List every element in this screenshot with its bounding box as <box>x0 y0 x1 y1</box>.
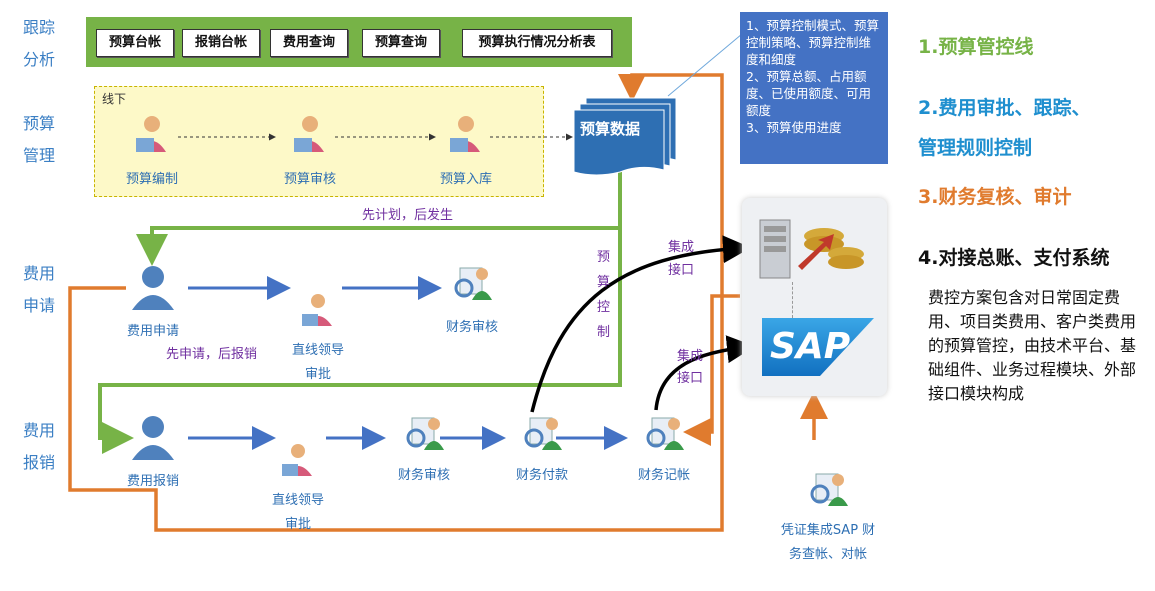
node-leader-approve-apply[interactable]: 直线领导 审批 <box>282 266 354 411</box>
magnifier-person-icon <box>524 417 562 450</box>
integration-curve-1 <box>530 235 751 413</box>
info-line-1: 1、预算控制模式、预算控制策略、预算控制维度和细度 <box>746 18 879 67</box>
node-budget-review[interactable]: 预算审核 <box>270 112 350 187</box>
node-finance-payment[interactable]: 财务付款 <box>504 412 580 483</box>
node-finance-review-apply[interactable]: 财务审核 <box>436 262 508 335</box>
row-label-apply: 费用 申请 <box>23 264 56 315</box>
node-leader-approve-reimburse[interactable]: 直线领导 审批 <box>262 416 334 561</box>
legend-3: 3.财务复核、审计 <box>918 186 1072 208</box>
leader-approve-reimburse-label: 直线领导 审批 <box>271 493 324 532</box>
green-plan-line <box>136 170 622 266</box>
magnifier-person-icon <box>810 473 848 506</box>
orange-audit-line <box>68 73 724 532</box>
budget-store-label: 预算入库 <box>439 172 492 187</box>
row-label-reimburse: 费用 报销 <box>23 421 56 472</box>
budget-compile-label: 预算编制 <box>125 172 178 187</box>
node-budget-store[interactable]: 预算入库 <box>426 112 506 187</box>
magnifier-person-icon <box>406 417 444 450</box>
magnifier-person-icon <box>646 417 684 450</box>
sap-logo <box>762 318 874 376</box>
finance-review-reimburse-label: 财务审核 <box>397 468 450 483</box>
leader-approve-apply-label: 直线领导 审批 <box>291 343 344 382</box>
user-icon <box>132 266 174 310</box>
node-expense-apply[interactable]: 费用申请 <box>110 264 196 339</box>
person-computer-icon <box>136 116 166 152</box>
description-text: 费控方案包含对日常固定费用、项目类费用、客户类费用的预算管控，由技术平台、基础组… <box>928 288 1137 403</box>
budget-query-button[interactable]: 预算查询 <box>362 29 440 57</box>
integration-curve-2 <box>654 335 755 411</box>
offline-area <box>94 86 544 197</box>
apply-first-label: 先申请，后报销 <box>166 347 258 362</box>
expense-reimburse-label: 费用报销 <box>126 474 179 489</box>
finance-payment-label: 财务付款 <box>515 468 568 483</box>
integration-label-1: 集成 接口 <box>668 240 695 278</box>
finance-record-label: 财务记帐 <box>637 468 690 483</box>
node-finance-record[interactable]: 财务记帐 <box>626 412 702 483</box>
green-control-line <box>98 228 622 454</box>
magnifier-person-icon <box>454 267 492 300</box>
finance-review-apply-label: 财务审核 <box>445 320 498 335</box>
sap-text: SAP <box>770 326 851 367</box>
row-label-budget: 预算 管理 <box>23 114 56 165</box>
budget-control-label: 预 算 控 制 <box>597 250 611 340</box>
node-budget-compile[interactable]: 预算编制 <box>112 112 192 187</box>
callout-line <box>667 33 743 97</box>
row-label-tracking: 跟踪 分析 <box>23 18 56 69</box>
info-line-3: 3、预算使用进度 <box>746 120 842 135</box>
budget-data-label: 预算数据 <box>580 120 641 138</box>
system-divider <box>792 282 794 318</box>
server-coins-icon <box>759 219 864 279</box>
budget-info-box: 1、预算控制模式、预算控制策略、预算控制维度和细度 2、预算总额、占用额度、已使… <box>740 12 888 164</box>
voucher-label: 凭证集成SAP 财 务查帐、对帐 <box>780 523 876 562</box>
budget-data-icon <box>573 97 677 176</box>
person-computer-icon <box>302 294 332 326</box>
flow-lines <box>68 33 828 532</box>
person-computer-icon <box>282 444 312 476</box>
person-computer-icon <box>450 116 480 152</box>
budget-review-label: 预算审核 <box>283 172 336 187</box>
node-finance-review-reimburse[interactable]: 财务审核 <box>386 412 462 483</box>
node-voucher-sap[interactable]: 凭证集成SAP 财 务查帐、对帐 <box>772 446 884 591</box>
legend-2: 2.费用审批、跟踪、 管理规则控制 <box>918 97 1091 159</box>
plan-first-label: 先计划，后发生 <box>362 208 454 223</box>
info-line-2: 2、预算总额、占用额度、已使用额度、可用额度 <box>746 69 872 118</box>
offline-label: 线下 <box>102 92 127 106</box>
reimburse-ledger-button[interactable]: 报销台帐 <box>182 29 260 57</box>
person-computer-icon <box>294 116 324 152</box>
legend-1: 1.预算管控线 <box>918 36 1034 58</box>
user-icon <box>132 416 174 460</box>
budget-analysis-button[interactable]: 预算执行情况分析表 <box>462 29 612 57</box>
integration-label-2: 集成 接口 <box>677 349 704 386</box>
node-expense-reimburse[interactable]: 费用报销 <box>110 414 196 489</box>
orange-record-line <box>683 294 740 446</box>
expense-apply-label: 费用申请 <box>126 324 179 339</box>
expense-query-button[interactable]: 费用查询 <box>270 29 348 57</box>
legend-4: 4.对接总账、支付系统 <box>918 247 1110 269</box>
budget-ledger-button[interactable]: 预算台帐 <box>96 29 174 57</box>
